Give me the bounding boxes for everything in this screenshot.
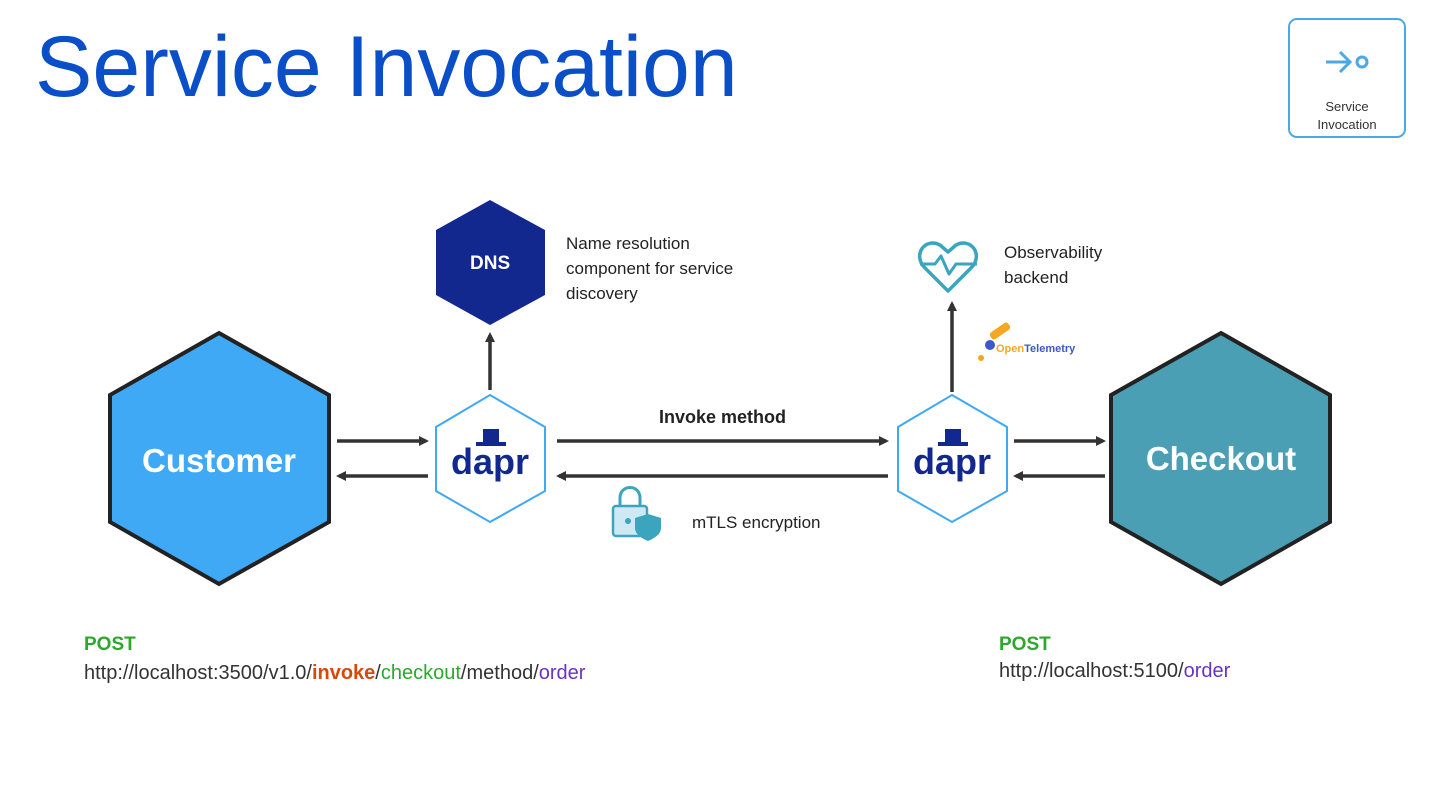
- dns-description-line3: discovery: [566, 284, 638, 303]
- checkout-node: [1109, 330, 1332, 587]
- arrows: [336, 301, 1106, 481]
- badge-label-line1: Service: [1325, 99, 1369, 114]
- service-invocation-badge: Service Invocation: [1288, 18, 1406, 138]
- mtls-label: mTLS encryption: [692, 513, 821, 532]
- sidecar-right-node: [897, 393, 1008, 524]
- right-request-url: http://localhost:5100/order: [999, 660, 1230, 683]
- dns-description: Name resolution component for service di…: [566, 231, 733, 306]
- observability-line1: Observability: [1004, 243, 1103, 262]
- customer-label: Customer: [141, 442, 297, 479]
- left-url-route: order: [538, 662, 586, 684]
- right-url-base: http://localhost:5100/: [999, 660, 1184, 682]
- opentelemetry-prefix: Open: [996, 343, 1025, 355]
- service-invocation-arrow-icon: [1326, 50, 1369, 74]
- heart-pulse-icon: [918, 241, 978, 293]
- opentelemetry-label: OpenTelemetry: [996, 343, 1075, 355]
- sidecar-left-node: [435, 393, 546, 524]
- observability-description: Observability backend: [1004, 240, 1102, 290]
- dapr-left-label: dapr: [451, 441, 529, 482]
- left-request-method: POST: [84, 634, 136, 655]
- right-request-method: POST: [999, 634, 1051, 655]
- observability-line2: backend: [1004, 268, 1069, 287]
- dapr-hat-right-icon: [938, 429, 968, 446]
- customer-node: [108, 330, 331, 587]
- dns-label: DNS: [470, 253, 511, 274]
- right-url-route: order: [1183, 660, 1231, 682]
- left-url-app: checkout: [380, 662, 461, 684]
- left-url-base: http://localhost:3500/v1.0/: [84, 662, 312, 684]
- lock-shield-icon: [611, 486, 661, 541]
- checkout-label: Checkout: [1145, 440, 1297, 477]
- badge-label-line2: Invocation: [1317, 117, 1377, 132]
- dns-description-line1: Name resolution: [566, 234, 690, 253]
- left-request-url: http://localhost:3500/v1.0/invoke/checko…: [84, 662, 585, 685]
- invoke-method-label: Invoke method: [659, 407, 787, 427]
- dns-node: [436, 200, 545, 325]
- dns-description-line2: component for service: [566, 259, 734, 278]
- opentelemetry-suffix: Telemetry: [1024, 343, 1076, 355]
- left-url-invoke: invoke: [311, 662, 376, 684]
- left-url-sep: /: [375, 662, 381, 684]
- left-url-mid: /method/: [460, 662, 539, 684]
- page-title: Service Invocation: [35, 19, 738, 115]
- dapr-right-label: dapr: [913, 441, 991, 482]
- dapr-hat-left-icon: [476, 429, 506, 446]
- opentelemetry-logo-icon: [978, 322, 1011, 361]
